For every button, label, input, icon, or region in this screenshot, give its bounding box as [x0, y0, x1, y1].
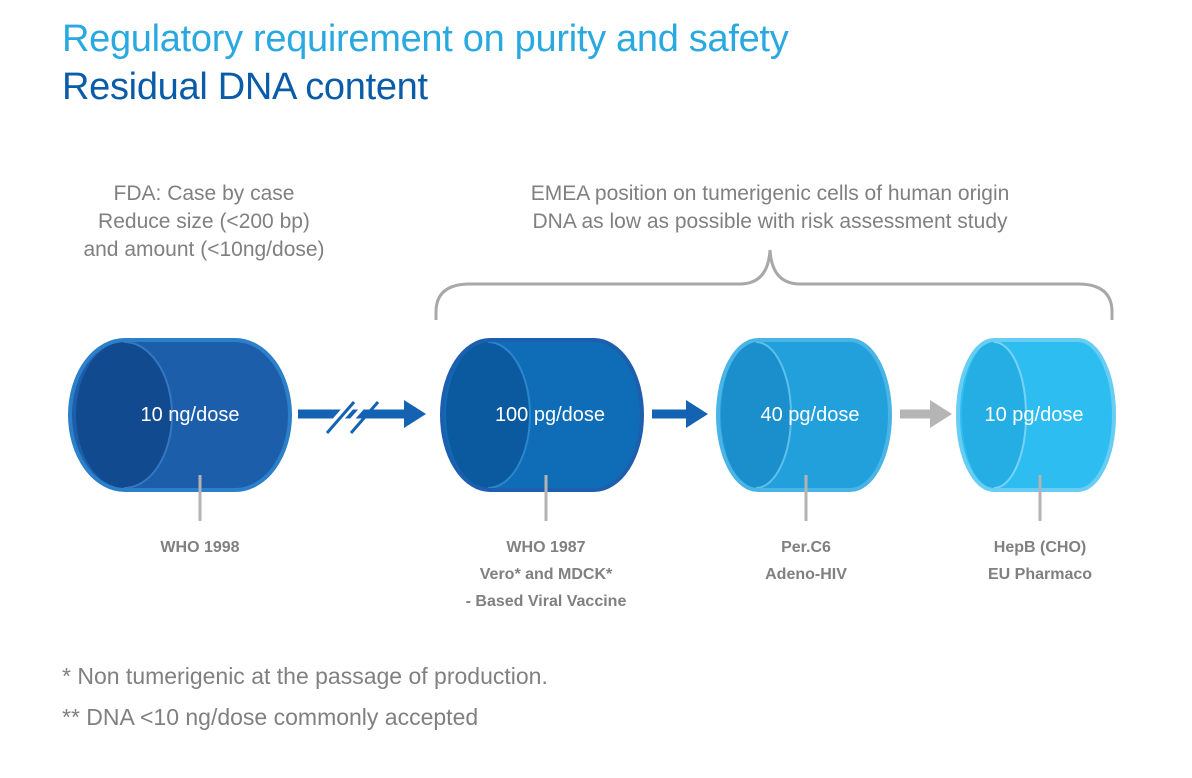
caption-line: - Based Viral Vaccine [465, 593, 627, 610]
cylinder-100pg [440, 338, 644, 521]
cylinder-label: 40 pg/dose [760, 404, 860, 426]
caption-hepb: HepB (CHO) EU Pharmaco [950, 534, 1130, 588]
caption-who-1998: WHO 1998 [110, 534, 290, 561]
fda-note: FDA: Case by case Reduce size (<200 bp) … [54, 180, 354, 264]
cylinder-10ng [68, 338, 292, 521]
caption-per-c6: Per.C6 Adeno-HIV [716, 534, 896, 588]
caption-line: Per.C6 [781, 539, 831, 556]
emea-note-line: EMEA position on tumerigenic cells of hu… [530, 182, 1010, 205]
cylinder-label: 10 ng/dose [140, 404, 240, 426]
cylinder-label: 100 pg/dose [494, 404, 606, 426]
emea-brace [434, 249, 1114, 320]
cylinder-10pg [956, 338, 1116, 521]
page-title: Regulatory requirement on purity and saf… [62, 18, 789, 60]
caption-line: EU Pharmaco [987, 566, 1093, 583]
caption-line: HepB (CHO) [993, 539, 1087, 556]
caption-line: Adeno-HIV [765, 566, 847, 583]
emea-note-line: DNA as low as possible with risk assessm… [532, 210, 1008, 233]
caption-line: WHO 1987 [506, 539, 586, 556]
page-subtitle: Residual DNA content [62, 66, 428, 108]
footnote: ** DNA <10 ng/dose commonly accepted [62, 704, 479, 730]
caption-line: Vero* and MDCK* [479, 566, 613, 583]
caption-line: WHO 1998 [160, 539, 240, 556]
caption-who-1987: WHO 1987 Vero* and MDCK* - Based Viral V… [436, 534, 656, 615]
fda-note-line: FDA: Case by case [113, 182, 295, 205]
emea-note: EMEA position on tumerigenic cells of hu… [420, 180, 1120, 236]
fda-note-line: and amount (<10ng/dose) [83, 238, 325, 261]
arrow-broken [298, 395, 426, 435]
cylinder-40pg [716, 338, 892, 521]
fda-note-line: Reduce size (<200 bp) [98, 210, 310, 233]
cylinder-label: 10 pg/dose [984, 404, 1084, 426]
arrow-grey [900, 400, 952, 428]
arrow-blue [652, 400, 708, 428]
footnote: * Non tumerigenic at the passage of prod… [62, 663, 548, 689]
